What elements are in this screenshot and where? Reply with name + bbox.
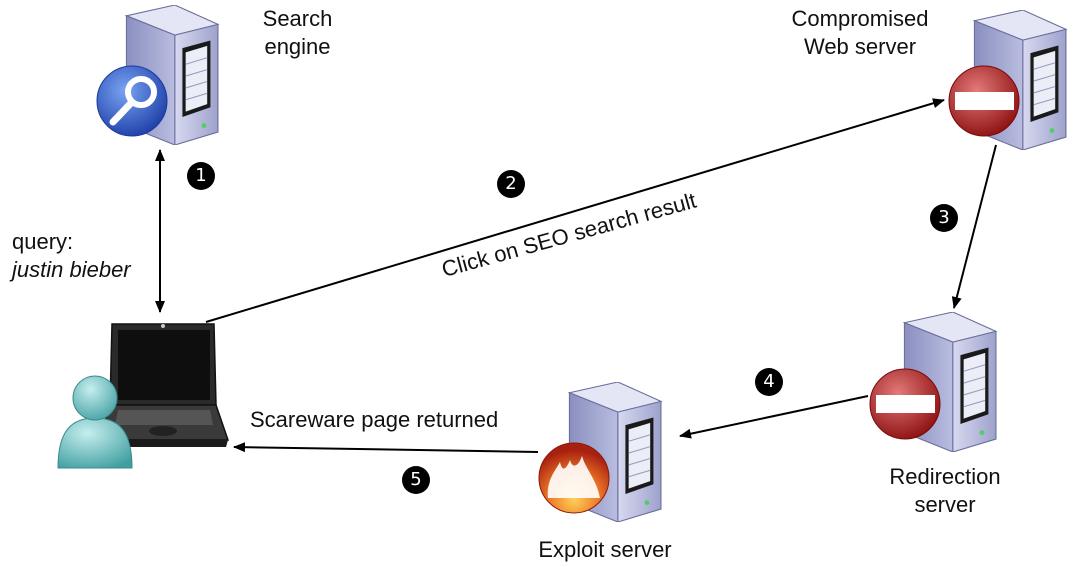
compromised-server-node xyxy=(948,10,1067,150)
query-value: justin bieber xyxy=(12,257,131,282)
search-engine-node xyxy=(96,5,219,145)
edge-2 xyxy=(205,98,945,323)
label-line: Compromised xyxy=(791,6,929,31)
edge-5 xyxy=(233,442,539,453)
step-marker-2: 2 xyxy=(497,170,525,198)
query-label: query: justin bieber xyxy=(12,228,131,284)
edge-4 xyxy=(679,395,869,439)
fire-icon xyxy=(538,442,610,514)
label-line: Search xyxy=(262,6,333,31)
label-line: server xyxy=(914,492,976,517)
step-marker-5: 5 xyxy=(402,466,430,494)
redirection-server-node xyxy=(869,312,997,452)
magnifier-icon xyxy=(96,65,168,137)
no-entry-icon xyxy=(948,65,1020,137)
exploit-server-node xyxy=(538,382,662,522)
query-caption: query: xyxy=(12,229,74,254)
search-engine-label: Search engine xyxy=(250,5,345,61)
exploit-server-label: Exploit server xyxy=(538,537,672,562)
compromised-server-label: Compromised Web server xyxy=(770,5,950,61)
label-line: Redirection xyxy=(889,464,1001,489)
no-entry-icon xyxy=(869,368,941,440)
redirection-server-label: Redirection server xyxy=(870,463,1020,519)
laptop-icon xyxy=(99,323,230,447)
user-icon xyxy=(57,375,133,469)
label-line: engine xyxy=(264,34,331,59)
step-marker-4: 4 xyxy=(755,368,783,396)
step-marker-3: 3 xyxy=(930,204,958,232)
edge-5-label: Scareware page returned xyxy=(250,407,499,432)
edge-3 xyxy=(951,144,997,309)
label-line: Web server xyxy=(803,34,917,59)
step-marker-1: 1 xyxy=(187,162,215,190)
